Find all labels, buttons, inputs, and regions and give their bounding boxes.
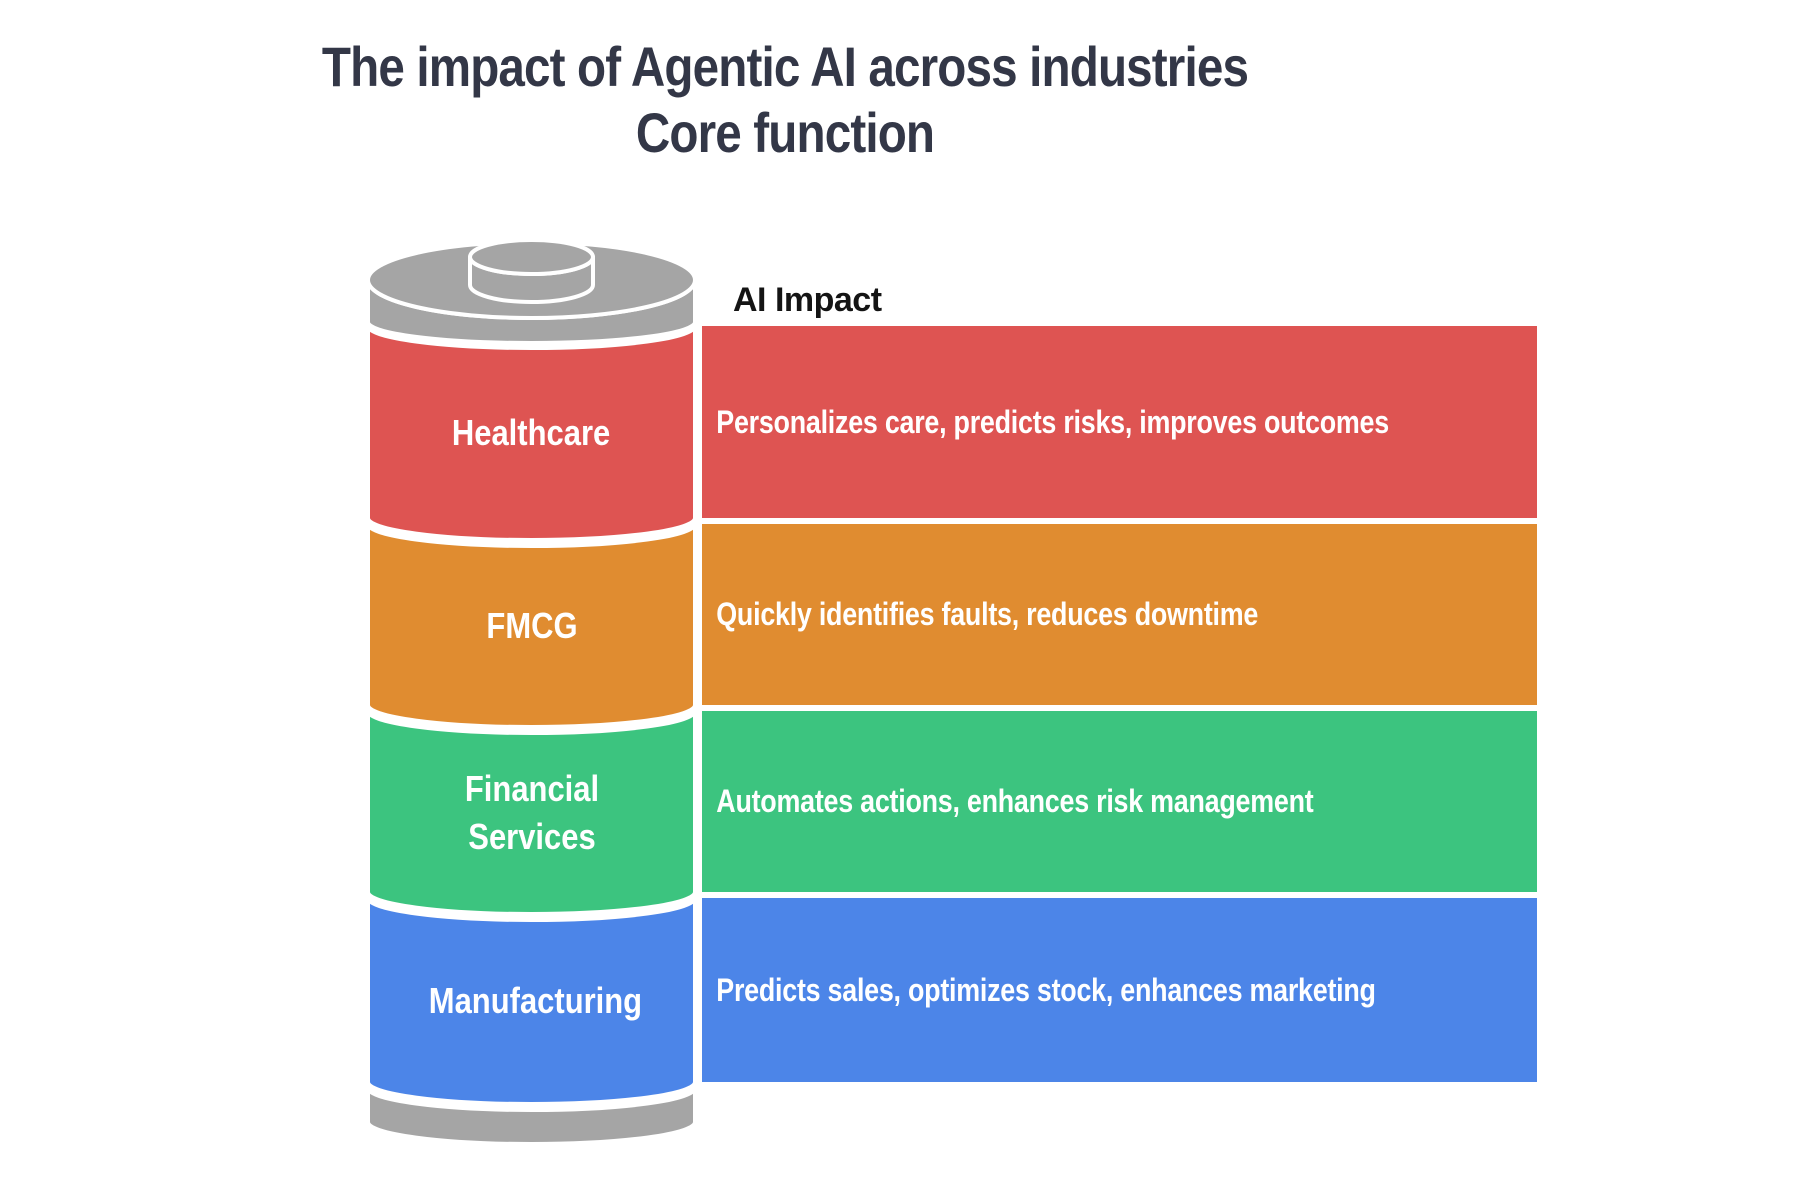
impact-bar-text-manufacturing: Predicts sales, optimizes stock, enhance… <box>716 971 1376 1008</box>
battery-base <box>366 1086 697 1146</box>
battery-illustration <box>366 238 697 1146</box>
impact-bar-text-fmcg: Quickly identifies faults, reduces downt… <box>716 596 1259 632</box>
page-title: The impact of Agentic AI across industri… <box>321 34 1249 166</box>
column-header-ai-impact: AI Impact <box>733 281 882 319</box>
impact-bar-text-healthcare: Personalizes care, predicts risks, impro… <box>716 403 1389 440</box>
impact-bar-text-financial-services: Automates actions, enhances risk managem… <box>716 783 1314 819</box>
impact-bar-manufacturing: Predicts sales, optimizes stock, enhance… <box>702 898 1537 1082</box>
title-line-1: The impact of Agentic AI across industri… <box>321 35 1249 98</box>
battery-segment-healthcare <box>366 324 697 542</box>
title-line-2: Core function <box>635 101 935 164</box>
impact-bar-financial-services: Automates actions, enhances risk managem… <box>702 711 1537 892</box>
impact-bar-fmcg: Quickly identifies faults, reduces downt… <box>702 524 1537 705</box>
battery-terminal-top <box>468 238 595 276</box>
impact-bar-healthcare: Personalizes care, predicts risks, impro… <box>702 326 1537 518</box>
battery-segment-fmcg <box>366 522 697 729</box>
battery-segment-manufacturing <box>366 896 697 1106</box>
battery-segment-financial-services <box>366 709 697 916</box>
